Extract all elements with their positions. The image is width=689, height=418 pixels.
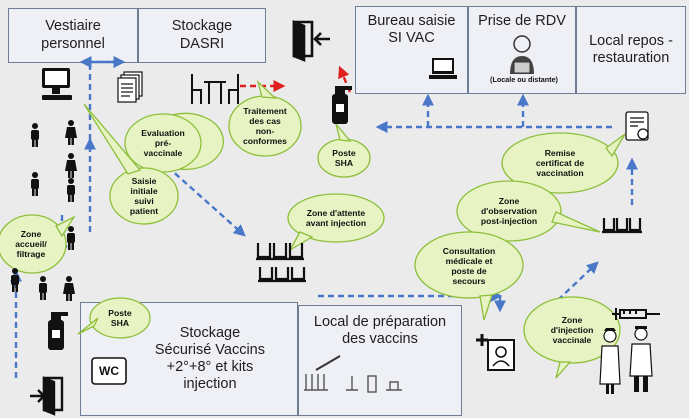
person-icon <box>65 120 77 145</box>
callout-saisie-tail <box>83 103 142 175</box>
room-prise-rdv: Prise de RDV <box>468 6 576 94</box>
callout-traitement-tail <box>256 79 277 99</box>
flow-arrow-injection-to-observation <box>557 261 599 301</box>
person-icon <box>39 276 47 300</box>
callout-injection-bubble <box>523 296 621 364</box>
person-icon <box>31 172 39 196</box>
wc-label: WC <box>99 364 119 378</box>
callout-certificat-label: Remise certificat de vaccination <box>535 147 585 179</box>
callout-sha-bottom-label: Poste SHA <box>108 307 132 328</box>
callout-evaluation-label: Evaluation pré- vaccinale <box>141 127 185 159</box>
person-icon <box>67 226 75 250</box>
room-vestiaire: Vestiaire personnel <box>8 8 138 63</box>
room-vestiaire-label: Vestiaire personnel <box>41 18 105 52</box>
doctor-icon <box>629 326 653 392</box>
callout-consultation-label: Consultation médicale et poste de secour… <box>442 245 496 287</box>
callout-consultation-tail <box>479 294 493 321</box>
prise-rdv-note: (Locale ou distante) <box>490 75 558 84</box>
callout-accueil-label: Zone accueil/ filtrage <box>15 228 47 260</box>
door-icon <box>292 20 330 62</box>
callout-observation-label: Zone d'observation post-injection <box>480 195 538 227</box>
waiting-chairs-icon <box>256 243 306 283</box>
exit-door-icon <box>30 376 64 416</box>
room-stockage-vaccins-label: Stockage Sécurisé Vaccins +2°+8° et kits… <box>154 324 265 393</box>
callout-accueil-tail <box>55 215 76 238</box>
room-local-preparation-label: Local de préparation des vaccins <box>313 314 447 348</box>
callout-consultation-bubble <box>414 231 524 299</box>
callout-attente-bubble <box>287 193 385 243</box>
person-icon <box>31 123 39 147</box>
callout-certificat-bubble <box>501 132 619 194</box>
callout-observation-bubble <box>456 180 562 242</box>
callout-sha-top-tail <box>335 123 352 142</box>
callout-observation-tail <box>551 211 601 233</box>
callout-sha-top-label: Poste SHA <box>332 147 356 168</box>
person-icon <box>11 268 19 292</box>
room-bureau-saisie: Bureau saisie SI VAC <box>355 6 468 94</box>
callout-certificat-tail <box>605 133 626 158</box>
flow-arrow-evaluation-diagonal <box>159 159 246 237</box>
callout-attente-label: Zone d'attente avant injection <box>305 207 367 228</box>
vials-icon <box>304 355 402 393</box>
waiting-chairs-icon <box>602 218 642 234</box>
certificate-icon <box>625 111 649 141</box>
queue-people <box>11 120 77 301</box>
callout-sha-bottom-tail <box>77 317 99 335</box>
spray-bottle-icon <box>48 312 68 350</box>
headset-operator-icon <box>510 35 534 74</box>
room-prise-rdv-label: Prise de RDV <box>478 13 566 29</box>
laptop-icon <box>429 58 457 79</box>
callout-saisie-label: Saisie initiale suivi patient <box>129 175 159 217</box>
room-stockage-dasri-label: Stockage DASRI <box>171 18 233 52</box>
spray-bottle-icon <box>332 86 352 124</box>
syringe-icon <box>612 308 660 320</box>
callout-sha-bottom-bubble <box>89 297 151 339</box>
documents-icon <box>117 71 143 103</box>
room-stockage-dasri: Stockage DASRI <box>138 8 266 63</box>
room-local-preparation: Local de préparation des vaccins <box>298 305 462 416</box>
nurse-icon <box>599 328 621 394</box>
room-local-repos: Local repos - restauration <box>576 6 686 94</box>
person-icon <box>67 178 75 202</box>
callout-injection-label: Zone d'injection vaccinale <box>550 314 594 346</box>
computer-icon <box>42 68 72 100</box>
medical-consultation-icon <box>476 334 515 371</box>
room-local-repos-label: Local repos - restauration <box>589 32 673 66</box>
callout-traitement-label: Traitement des cas non- conformes <box>243 105 287 147</box>
person-icon <box>65 153 77 178</box>
callout-injection-tail <box>555 361 572 379</box>
callout-saisie-bubble <box>109 167 179 225</box>
person-icon <box>63 276 75 301</box>
room-bureau-saisie-label: Bureau saisie SI VAC <box>367 13 456 47</box>
callout-accueil-bubble <box>0 214 67 274</box>
table-chairs-icon <box>191 74 239 104</box>
wc-icon <box>91 357 127 385</box>
